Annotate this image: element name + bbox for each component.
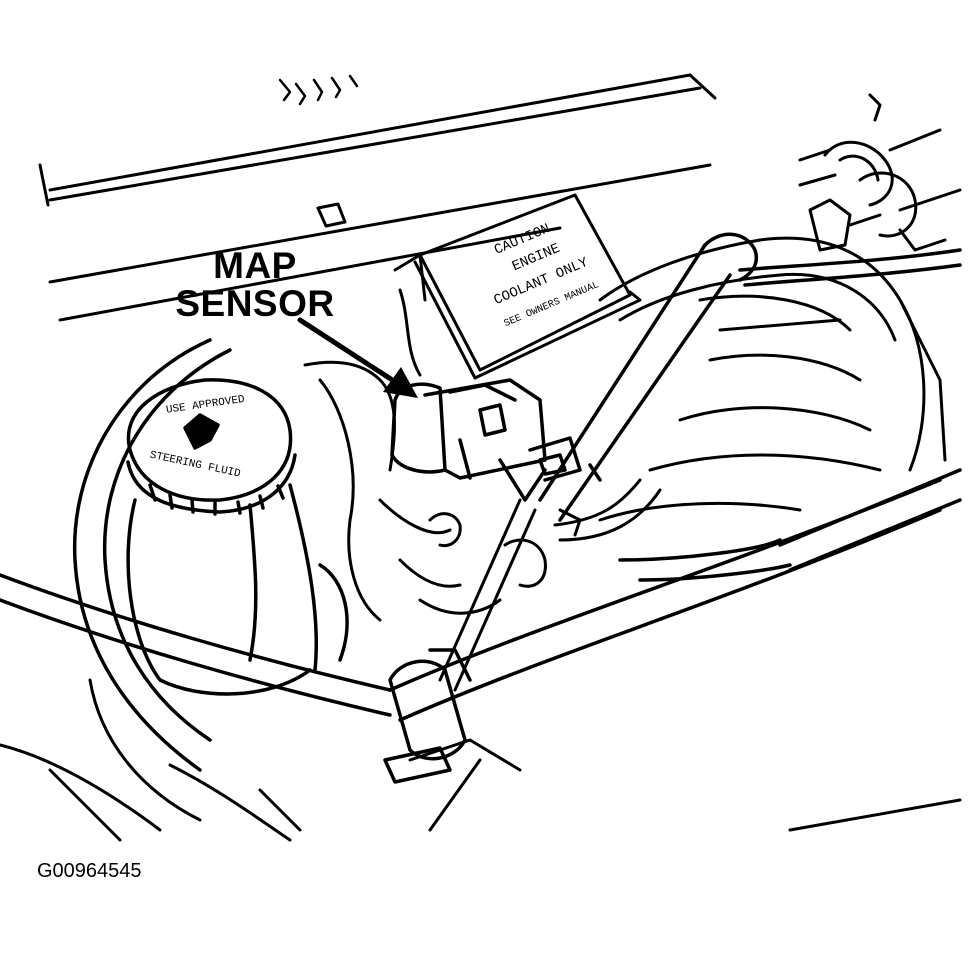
power-steering-reservoir	[126, 483, 349, 696]
hood-clip	[316, 202, 347, 228]
figure-id: G00964545	[37, 860, 142, 882]
hood-hatching	[278, 74, 359, 106]
coolant-reservoir	[598, 236, 947, 522]
upper-hose-fittings	[798, 93, 962, 252]
cowl-panel	[38, 73, 717, 322]
callout-arrow	[297, 317, 418, 398]
lower-fender	[0, 678, 962, 842]
caution-label	[413, 193, 642, 380]
strut-brace	[388, 468, 962, 722]
fender-hose	[0, 338, 392, 772]
callout-label-map: MAP	[213, 245, 297, 286]
cap-text-upper: USE APPROVED	[165, 394, 246, 417]
coolant-hose	[538, 232, 962, 522]
callout-label-sensor: SENSOR	[175, 283, 335, 324]
cap-text-lower: STEERING FLUID	[149, 450, 242, 481]
caution-label-text: CAUTION ENGINE COOLANT ONLY SEE OWNERS M…	[492, 221, 601, 330]
steering-fluid-cap	[126, 378, 297, 516]
map-sensor	[390, 378, 602, 502]
hose-clamp	[383, 648, 472, 784]
